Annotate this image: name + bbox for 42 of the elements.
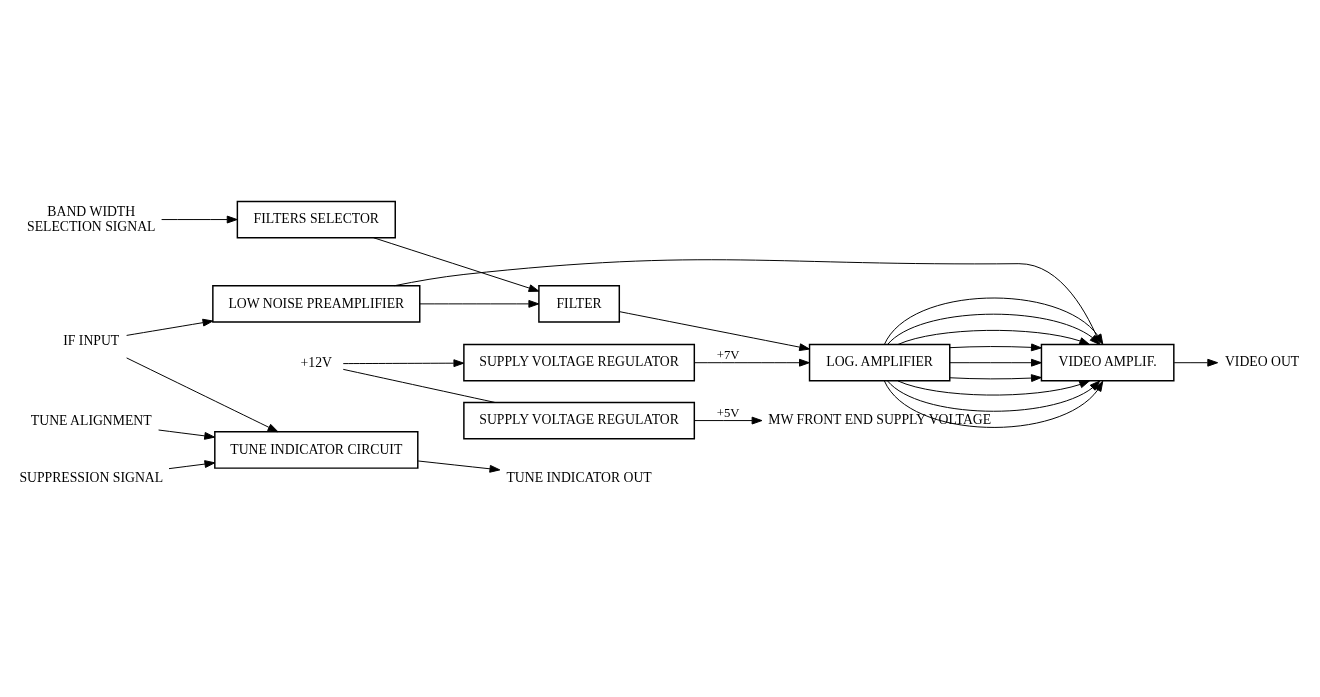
node-text: IF INPUT <box>63 332 120 348</box>
arrow <box>168 460 216 470</box>
connector <box>394 259 1101 345</box>
connector <box>342 368 496 403</box>
arrow <box>618 311 810 352</box>
arrow <box>897 380 1091 396</box>
node-box: TUNE INDICATOR CIRCUIT <box>214 431 419 469</box>
node-box: VIDEO AMPLIF. <box>1040 343 1175 382</box>
arrow <box>883 380 1104 428</box>
arrow <box>126 318 214 336</box>
node-text: TUNE ALIGNMENT <box>30 413 152 429</box>
arrow <box>694 358 810 367</box>
node-text: VIDEO OUT <box>1224 354 1300 370</box>
arrow <box>419 299 540 308</box>
node-text: +12V <box>300 355 332 371</box>
node-text: SUPPRESSION SIGNAL <box>19 470 164 486</box>
arrow <box>1173 358 1219 367</box>
node-box: LOW NOISE PREAMPLIFIER <box>212 285 421 323</box>
node-box: SUPPLY VOLTAGE REGULATOR <box>463 401 696 440</box>
node-box: SUPPLY VOLTAGE REGULATOR <box>463 343 696 382</box>
node-box: LOG. AMPLIFIER <box>808 343 951 382</box>
arrow <box>417 460 501 473</box>
arrow <box>897 329 1091 346</box>
arrow <box>126 357 279 433</box>
arrow <box>883 297 1104 345</box>
arrow <box>949 343 1042 352</box>
edge-label: +5V <box>716 406 740 421</box>
node-text: BAND WIDTH SELECTION SIGNAL <box>27 203 156 234</box>
edge-label: +7V <box>716 348 740 363</box>
node-box: FILTER <box>538 285 621 323</box>
node-text: TUNE INDICATOR OUT <box>506 470 652 486</box>
arrow <box>949 358 1042 367</box>
arrow <box>158 429 216 440</box>
node-text: MW FRONT END SUPPLY VOLTAGE <box>768 412 992 428</box>
node-box: FILTERS SELECTOR <box>236 200 396 239</box>
arrow <box>887 380 1101 412</box>
arrow <box>161 215 238 224</box>
arrow <box>373 237 540 292</box>
arrow <box>949 374 1042 382</box>
arrow <box>694 416 763 425</box>
arrow <box>342 359 465 368</box>
arrow <box>887 313 1101 345</box>
